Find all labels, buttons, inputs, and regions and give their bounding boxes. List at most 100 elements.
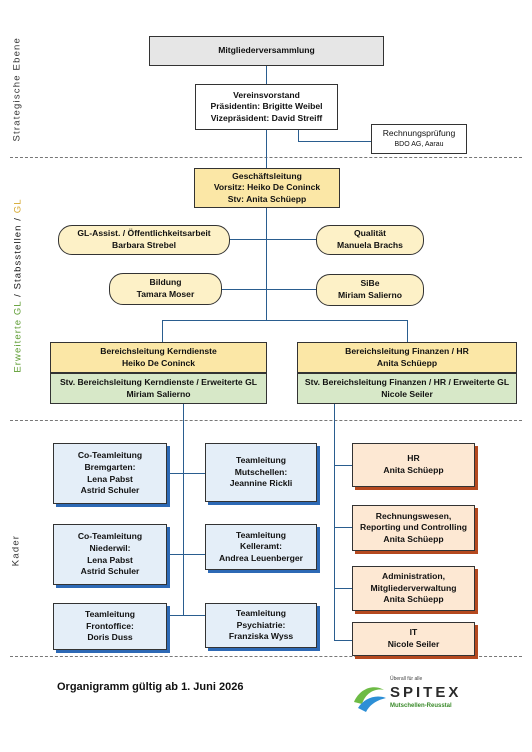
staff-safety: SiBe Miriam Salierno bbox=[316, 274, 424, 306]
separator-cadre bbox=[10, 656, 522, 657]
unit-line: Rechnungswesen, bbox=[375, 510, 452, 521]
team-line: Astrid Schuler bbox=[80, 566, 140, 577]
division-core-services: Bereichsleitung Kerndienste Heiko De Con… bbox=[50, 342, 267, 373]
team-line: Teamleitung bbox=[85, 609, 135, 620]
division-head: Anita Schüepp bbox=[376, 357, 438, 368]
division-core-services-deputy: Stv. Bereichsleitung Kerndienste / Erwei… bbox=[50, 373, 267, 404]
team-line: Co-Teamleitung bbox=[77, 450, 143, 461]
staff-role: Bildung bbox=[149, 277, 182, 288]
side-label-slash1: / bbox=[12, 289, 24, 301]
team-frontoffice: Teamleitung Frontoffice: Doris Duss bbox=[53, 603, 167, 650]
connector bbox=[298, 130, 299, 142]
unit-line: Anita Schüepp bbox=[383, 533, 444, 544]
unit-line: Mitgliederverwaltung bbox=[370, 582, 457, 593]
team-line: Frontoffice: bbox=[86, 620, 134, 631]
staff-role: Qualität bbox=[354, 228, 386, 239]
team-line: Teamleitung bbox=[236, 608, 286, 619]
team-line: Lena Pabst bbox=[87, 554, 133, 565]
team-line: Andrea Leuenberger bbox=[218, 552, 304, 563]
team-line: Lena Pabst bbox=[87, 473, 133, 484]
connector bbox=[334, 404, 335, 641]
side-label-part-staff: Stabsstellen bbox=[12, 224, 24, 290]
spitex-logo-icon bbox=[354, 687, 386, 712]
logo-tagline: Überall für alle bbox=[390, 676, 423, 682]
staff-role: SiBe bbox=[360, 278, 380, 289]
logo-region: Mutschellen-Reusstal bbox=[390, 703, 452, 709]
team-bremgarten: Co-Teamleitung Bremgarten: Lena Pabst As… bbox=[53, 443, 167, 504]
connector bbox=[222, 289, 316, 290]
connector bbox=[266, 66, 267, 84]
team-line: Mutschellen: bbox=[234, 466, 288, 477]
connector bbox=[334, 640, 352, 641]
staff-education: Bildung Tamara Moser bbox=[109, 273, 222, 305]
team-line: Doris Duss bbox=[87, 632, 133, 643]
staff-quality: Qualität Manuela Brachs bbox=[316, 225, 424, 255]
management-title: Geschäftsleitung bbox=[232, 170, 302, 181]
division-deputy-title: Stv. Bereichsleitung Kerndienste / Erwei… bbox=[59, 376, 258, 387]
connector bbox=[162, 320, 408, 321]
team-line: Co-Teamleitung bbox=[77, 531, 143, 542]
unit-line: Reporting und Controlling bbox=[360, 522, 467, 533]
staff-name: Barbara Strebel bbox=[111, 240, 176, 250]
division-finance-hr-deputy: Stv. Bereichsleitung Finanzen / HR / Erw… bbox=[297, 373, 517, 404]
division-deputy-title: Stv. Bereichsleitung Finanzen / HR / Erw… bbox=[304, 376, 510, 387]
team-line: Kelleramt: bbox=[239, 541, 283, 552]
team-line: Bremgarten: bbox=[84, 461, 136, 472]
management-deputy: Stv: Anita Schüepp bbox=[227, 193, 307, 204]
unit-line: HR bbox=[407, 453, 420, 464]
audit-title: Rechnungsprüfung bbox=[382, 128, 456, 139]
division-deputy-name: Nicole Seiler bbox=[381, 388, 433, 399]
connector bbox=[334, 588, 352, 589]
footer-validity: Organigramm gültig ab 1. Juni 2026 bbox=[57, 681, 244, 693]
team-line: Jeannine Rickli bbox=[229, 478, 293, 489]
division-finance-hr: Bereichsleitung Finanzen / HR Anita Schü… bbox=[297, 342, 517, 373]
connector bbox=[266, 130, 267, 168]
staff-name: Manuela Brachs bbox=[337, 240, 403, 250]
connector bbox=[167, 615, 205, 616]
logo-brand: SPITEX bbox=[390, 684, 462, 701]
side-label-extended-gl: Erweiterte GL / Stabsstellen / GL bbox=[13, 171, 24, 401]
team-line: Psychiatrie: bbox=[236, 619, 286, 630]
unit-line: Anita Schüepp bbox=[383, 465, 444, 475]
connector bbox=[407, 320, 408, 342]
staff-role: GL-Assist. / Öffentlichkeitsarbeit bbox=[77, 228, 211, 239]
side-label-strategic: Strategische Ebene bbox=[11, 36, 23, 142]
team-line: Niederwil: bbox=[89, 542, 131, 553]
audit-box: Rechnungsprüfung BDO AG, Aarau bbox=[371, 124, 467, 154]
division-deputy-name: Miriam Salierno bbox=[126, 388, 191, 399]
connector bbox=[162, 320, 163, 342]
division-title: Bereichsleitung Kerndienste bbox=[100, 345, 217, 356]
division-title: Bereichsleitung Finanzen / HR bbox=[345, 345, 469, 356]
separator-extended bbox=[10, 420, 522, 421]
members-assembly-label: Mitgliederversammlung bbox=[218, 45, 315, 56]
spitex-logo: Überall für alle SPITEX Mutschellen-Reus… bbox=[350, 676, 490, 716]
team-line: Teamleitung bbox=[236, 529, 286, 540]
connector bbox=[183, 404, 184, 616]
side-label-cadre: Kader bbox=[10, 534, 22, 567]
unit-line: Nicole Seiler bbox=[387, 639, 440, 649]
connector bbox=[167, 473, 205, 474]
members-assembly-box: Mitgliederversammlung bbox=[149, 36, 384, 66]
unit-line: Administration, bbox=[381, 571, 446, 582]
unit-administration: Administration, Mitgliederverwaltung Ani… bbox=[352, 566, 475, 611]
management-box: Geschäftsleitung Vorsitz: Heiko De Conin… bbox=[194, 168, 340, 208]
board-president: Präsidentin: Brigitte Weibel bbox=[210, 101, 323, 112]
management-chair: Vorsitz: Heiko De Coninck bbox=[213, 182, 321, 193]
connector bbox=[167, 554, 205, 555]
staff-name: Miriam Salierno bbox=[338, 290, 402, 300]
unit-accounting: Rechnungswesen, Reporting und Controllin… bbox=[352, 505, 475, 551]
team-line: Franziska Wyss bbox=[228, 631, 294, 642]
team-line: Astrid Schuler bbox=[80, 485, 140, 496]
team-niederwil: Co-Teamleitung Niederwil: Lena Pabst Ast… bbox=[53, 524, 167, 585]
staff-gl-assistant: GL-Assist. / Öffentlichkeitsarbeit Barba… bbox=[58, 225, 230, 255]
staff-name: Tamara Moser bbox=[136, 289, 195, 299]
connector bbox=[298, 141, 371, 142]
team-mutschellen: Teamleitung Mutschellen: Jeannine Rickli bbox=[205, 443, 317, 502]
board-vice-president: Vizepräsident: David Streiff bbox=[210, 112, 323, 123]
unit-line: Anita Schüepp bbox=[383, 594, 444, 605]
connector bbox=[334, 527, 352, 528]
side-label-part-extended: Erweiterte GL bbox=[12, 300, 24, 373]
connector bbox=[230, 239, 316, 240]
team-psychiatry: Teamleitung Psychiatrie: Franziska Wyss bbox=[205, 603, 317, 648]
unit-it: IT Nicole Seiler bbox=[352, 622, 475, 656]
